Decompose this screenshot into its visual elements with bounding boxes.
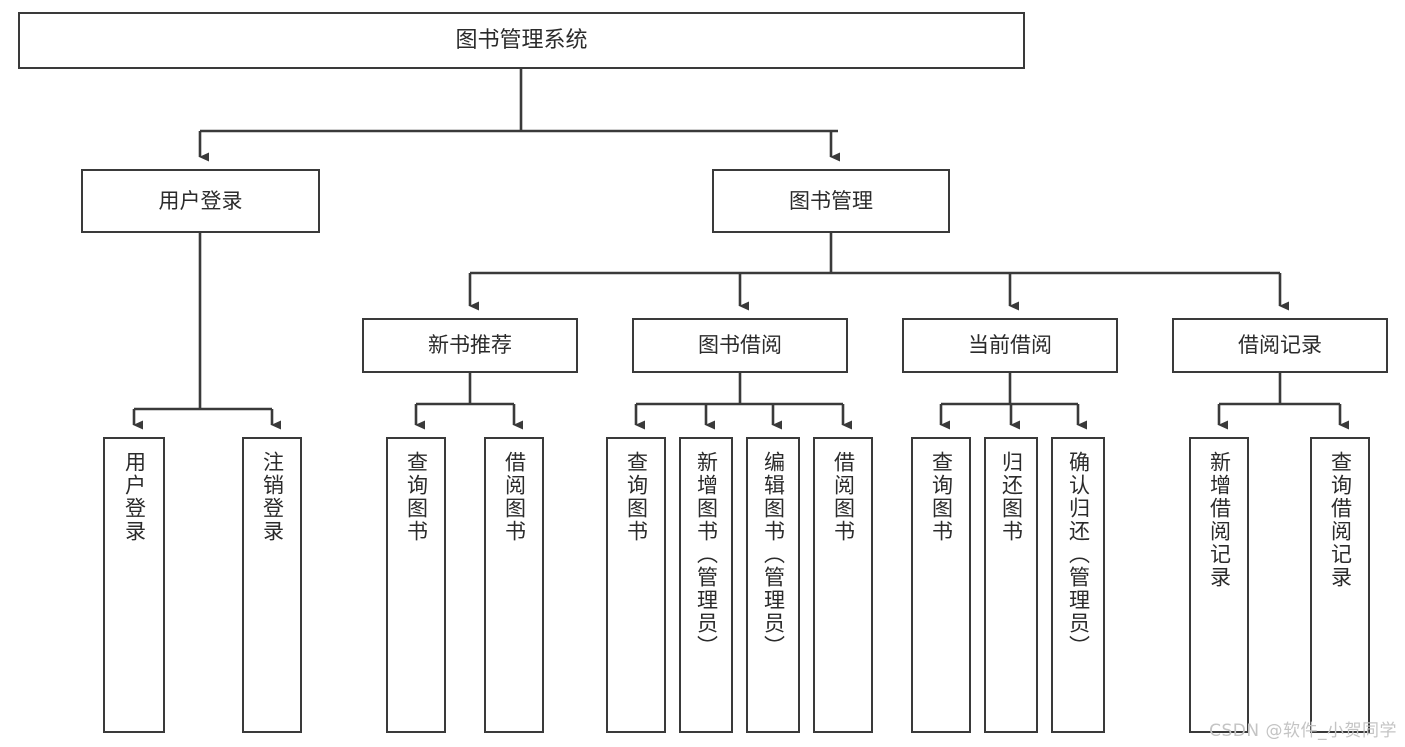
leaf-query-book-1[interactable]: 查询图书 — [386, 437, 446, 733]
node-current-borrow-label: 当前借阅 — [968, 333, 1052, 358]
leaf-query-book-2[interactable]: 查询图书 — [606, 437, 666, 733]
node-user-login-label: 用户登录 — [158, 188, 243, 213]
leaf-user-login[interactable]: 用户登录 — [103, 437, 165, 733]
leaf-borrow-book-2-label: 借阅图书 — [831, 451, 856, 543]
leaf-borrow-book-1[interactable]: 借阅图书 — [484, 437, 544, 733]
leaf-return-book[interactable]: 归还图书 — [984, 437, 1038, 733]
leaf-borrow-book-2[interactable]: 借阅图书 — [813, 437, 873, 733]
node-root-label: 图书管理系统 — [455, 27, 588, 53]
leaf-edit-book[interactable]: 编辑图书（管理员） — [746, 437, 800, 733]
leaf-user-login-label: 用户登录 — [122, 451, 147, 543]
leaf-add-book-label: 新增图书（管理员） — [694, 451, 719, 658]
csdn-watermark: CSDN @软件_小贺同学 — [1209, 721, 1397, 741]
leaf-return-book-label: 归还图书 — [999, 451, 1024, 543]
node-book-management[interactable]: 图书管理 — [712, 169, 950, 233]
node-new-book-recommend[interactable]: 新书推荐 — [362, 318, 578, 373]
leaf-add-record[interactable]: 新增借阅记录 — [1189, 437, 1249, 733]
leaf-logout-login-label: 注销登录 — [260, 451, 285, 543]
leaf-query-record-label: 查询借阅记录 — [1328, 451, 1353, 589]
node-root[interactable]: 图书管理系统 — [18, 12, 1025, 69]
leaf-confirm-return[interactable]: 确认归还（管理员） — [1051, 437, 1105, 733]
node-book-borrow[interactable]: 图书借阅 — [632, 318, 848, 373]
node-current-borrow[interactable]: 当前借阅 — [902, 318, 1118, 373]
leaf-query-book-2-label: 查询图书 — [624, 451, 649, 543]
leaf-query-book-3[interactable]: 查询图书 — [911, 437, 971, 733]
leaf-query-book-1-label: 查询图书 — [404, 451, 429, 543]
leaf-add-record-label: 新增借阅记录 — [1207, 451, 1232, 589]
leaf-query-book-3-label: 查询图书 — [929, 451, 954, 543]
node-user-login[interactable]: 用户登录 — [81, 169, 320, 233]
node-borrow-record-label: 借阅记录 — [1238, 333, 1322, 358]
node-book-management-label: 图书管理 — [789, 188, 873, 213]
leaf-confirm-return-label: 确认归还（管理员） — [1066, 451, 1091, 658]
leaf-borrow-book-1-label: 借阅图书 — [502, 451, 527, 543]
leaf-add-book[interactable]: 新增图书（管理员） — [679, 437, 733, 733]
leaf-logout-login[interactable]: 注销登录 — [242, 437, 302, 733]
node-new-book-recommend-label: 新书推荐 — [428, 333, 512, 358]
leaf-query-record[interactable]: 查询借阅记录 — [1310, 437, 1370, 733]
node-borrow-record[interactable]: 借阅记录 — [1172, 318, 1388, 373]
node-book-borrow-label: 图书借阅 — [698, 333, 782, 358]
leaf-edit-book-label: 编辑图书（管理员） — [761, 451, 786, 658]
